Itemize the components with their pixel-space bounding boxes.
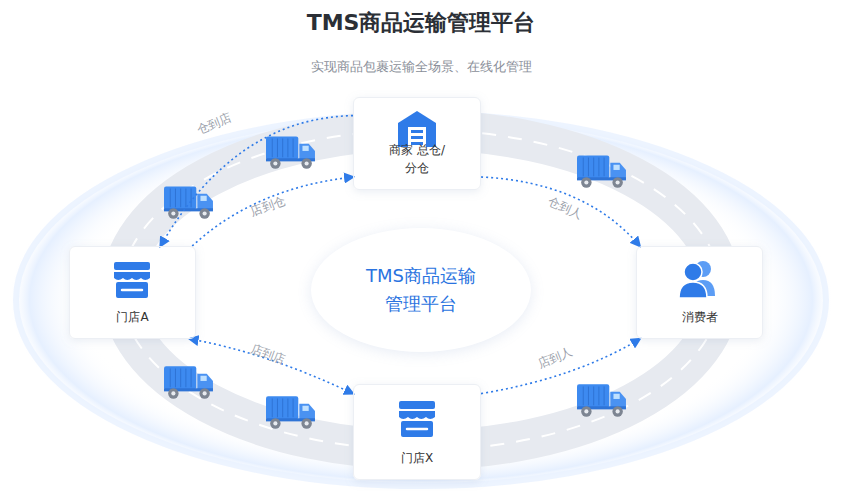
node-text: 商家 总仓/分仓 <box>382 141 452 177</box>
location-box: 消费者 <box>636 246 763 339</box>
subtitle: 实现商品包裹运输全场景、在线化管理 <box>0 58 842 76</box>
node-text: 门店X <box>401 449 433 467</box>
flow-arrow <box>190 339 353 394</box>
node-text: 消费者 <box>682 308 718 326</box>
flow-arrow <box>192 177 353 246</box>
flow-arrow <box>481 339 640 394</box>
node-text: TMS商品运输 管理平台 <box>356 262 486 318</box>
node-text: 门店A <box>116 308 148 326</box>
platform-ellipse: TMS商品运输 管理平台 <box>311 228 531 352</box>
location-box: 门店X <box>353 384 481 480</box>
location-box: 商家 总仓/分仓 <box>353 97 481 190</box>
location-box: 门店A <box>69 246 196 339</box>
flow-arrow <box>481 177 640 246</box>
flow-arrow <box>160 116 353 246</box>
diagram-title: TMS商品运输管理平台 <box>0 8 842 38</box>
